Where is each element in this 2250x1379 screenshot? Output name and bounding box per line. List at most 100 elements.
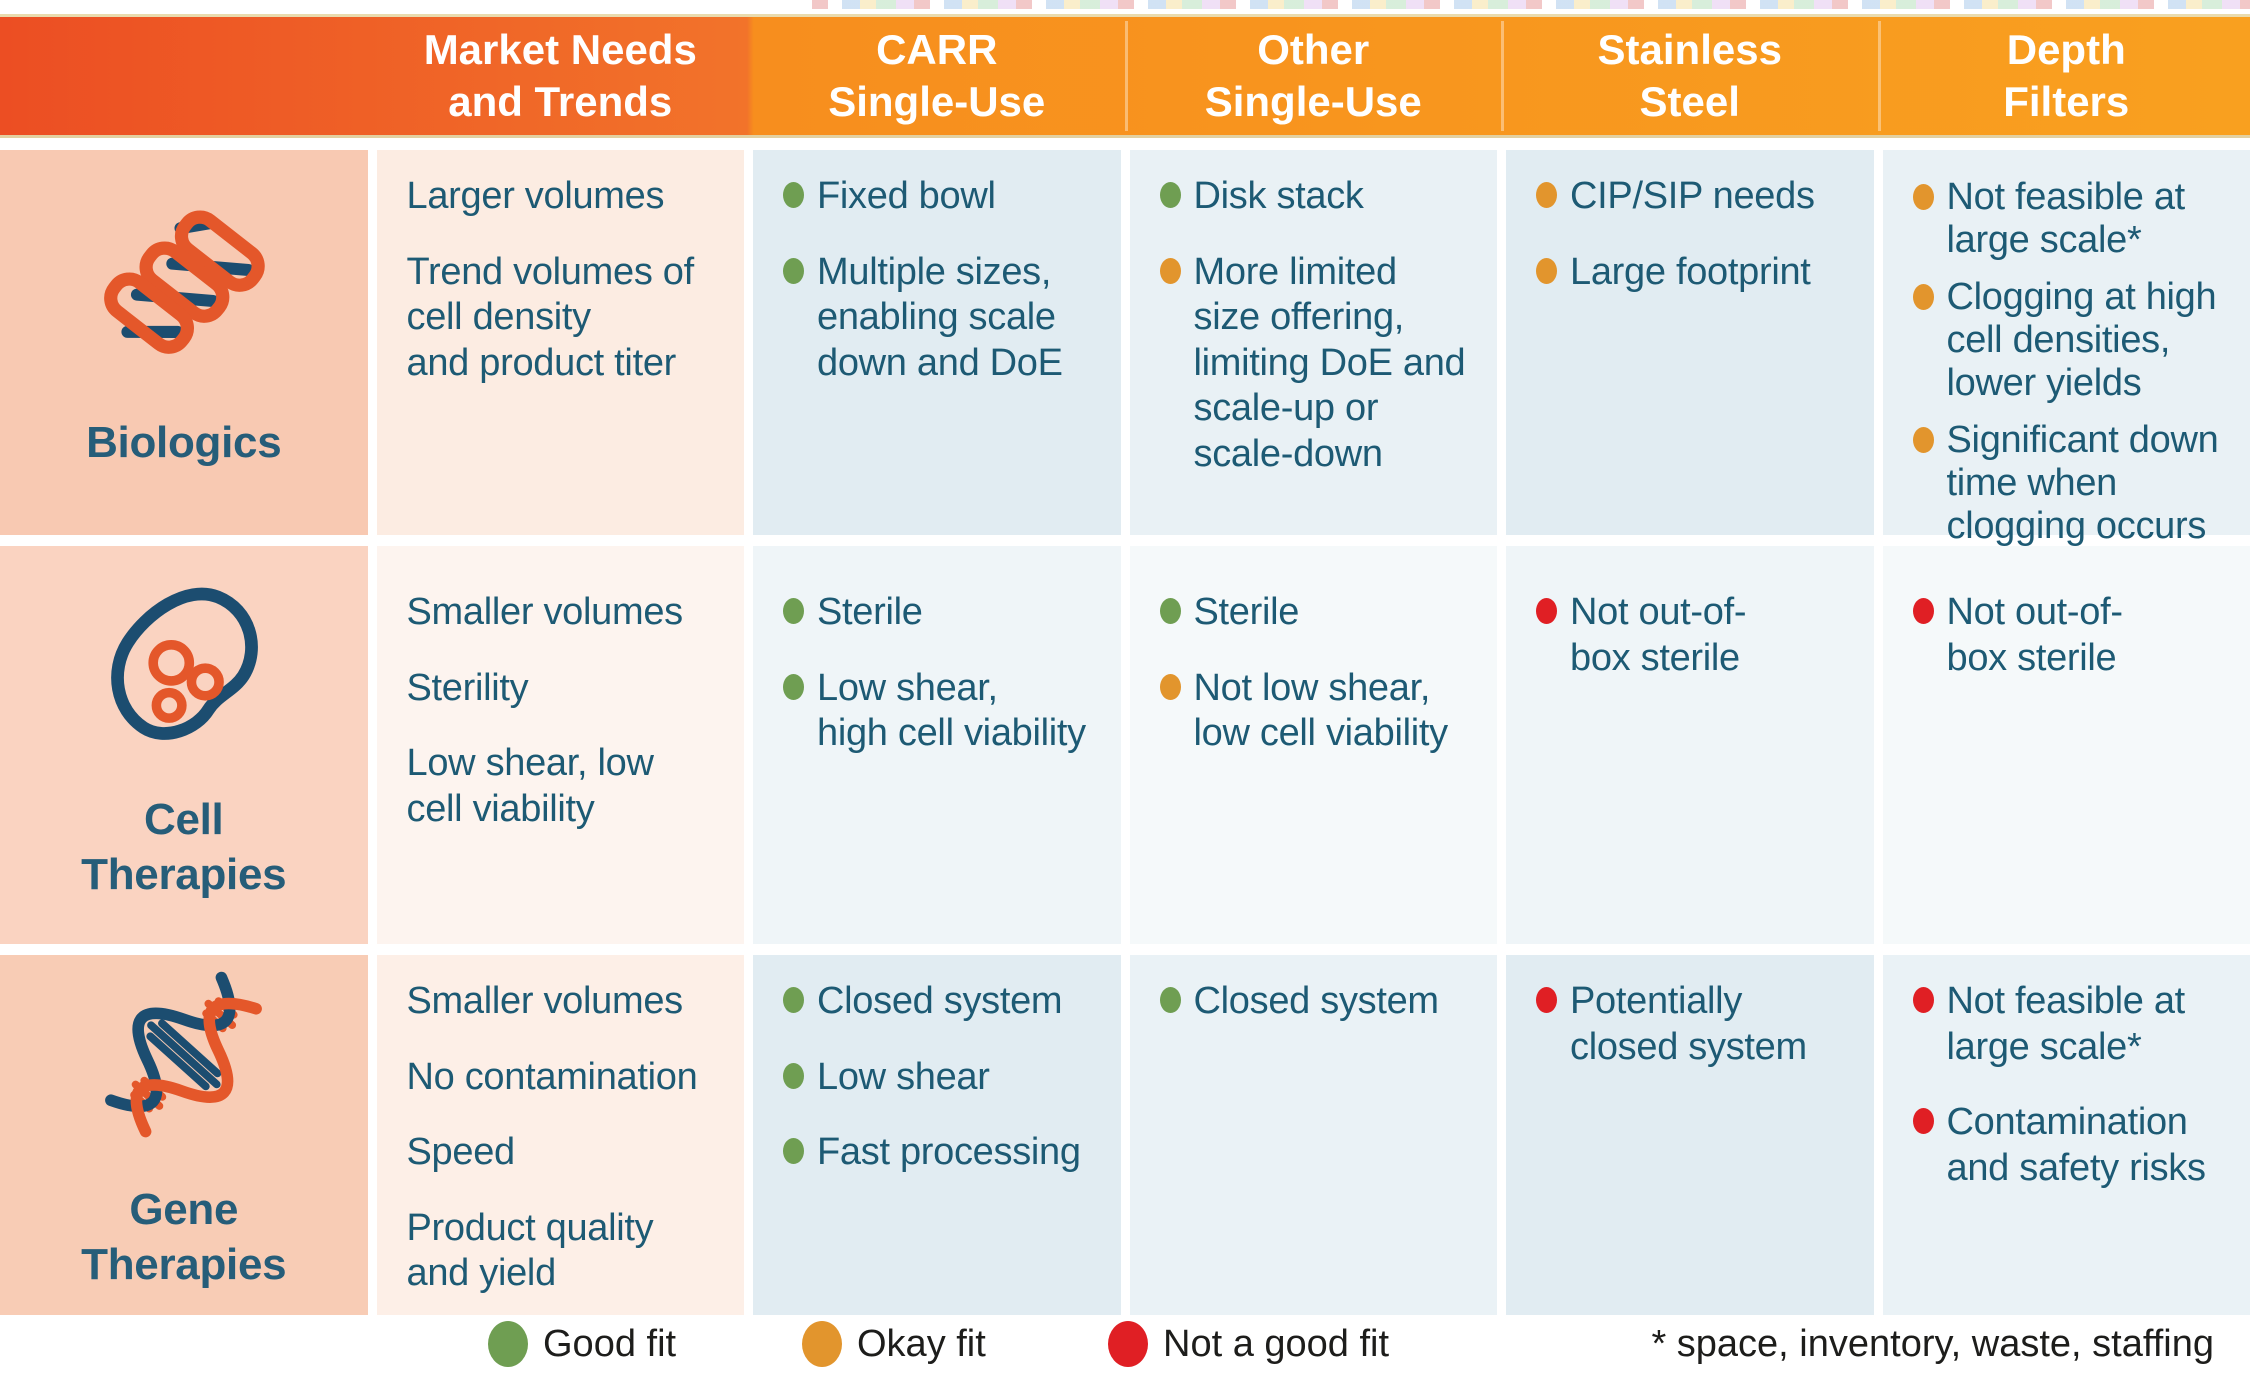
list-item-text: Low shear <box>817 1055 990 1098</box>
good-fit-dot <box>783 1062 804 1089</box>
good-fit-dot <box>1159 598 1181 624</box>
market-need: Speed <box>406 1131 516 1174</box>
bad-fit-dot <box>1912 1108 1934 1135</box>
list-item-text: CIP/SIP needs <box>1570 175 1815 217</box>
asterisk-footnote: * space, inventory, waste, staffing <box>1651 1322 2214 1365</box>
list-item-text: Contamination and safety risks <box>1946 1101 2207 1189</box>
list-item: Multiple sizes, enabling scale down and … <box>783 250 1109 387</box>
legend-item-not-good-fit: Not a good fit <box>1108 1316 1389 1372</box>
okay-fit-dot <box>1159 673 1181 700</box>
legend-item-okay-fit: Okay fit <box>802 1316 986 1372</box>
bad-fit-dot <box>1912 598 1934 624</box>
cell-cell-therapies-carr-single-use: Sterile Low shear, high cell viability <box>753 546 1121 944</box>
header-cell-empty <box>0 17 368 135</box>
list-item-text: Not out-of- box sterile <box>1946 591 2124 679</box>
legend-label: Not a good fit <box>1163 1322 1390 1365</box>
okay-fit-dot <box>1912 184 1934 210</box>
header-divider <box>1125 21 1128 131</box>
cell-biologics-carr-single-use: Fixed bowl Multiple sizes, enabling scal… <box>753 150 1121 535</box>
list-item-text: Disk stack <box>1193 175 1364 217</box>
list-item: Closed system <box>783 979 1109 1025</box>
list-item: Fixed bowl <box>783 174 1109 220</box>
row-header-cell-therapies: Cell Therapies <box>0 546 368 944</box>
cell-biologics-other-single-use: Disk stack More limited size offering, l… <box>1129 150 1497 535</box>
good-fit-dot <box>1159 987 1181 1013</box>
list-item: More limited size offering, limiting DoE… <box>1159 250 1486 478</box>
list-item: Potentially closed system <box>1536 979 1862 1070</box>
legend-item-good-fit: Good fit <box>488 1316 676 1372</box>
header-cell-depth-filters: Depth Filters <box>2003 25 2130 125</box>
header-divider <box>1501 21 1504 131</box>
okay-fit-dot <box>802 1321 842 1367</box>
legend-label: Good fit <box>543 1322 677 1365</box>
header-cell-market-needs: Market Needs and Trends <box>423 25 697 125</box>
good-fit-dot <box>488 1321 528 1367</box>
top-artifact-strip <box>812 0 2250 9</box>
list-item: Disk stack <box>1159 174 1486 220</box>
list-item-text: Potentially closed system <box>1570 980 1807 1068</box>
list-item: Significant down time when clogging occu… <box>1912 418 2239 548</box>
row-header-biologics: Biologics <box>0 150 368 535</box>
cell-gene-therapies-depth-filters: Not feasible at large scale* Contaminati… <box>1882 955 2250 1315</box>
table-body: Biologics Larger volumes Trend volumes o… <box>0 150 2250 1315</box>
list-item-text: More limited size offering, limiting DoE… <box>1193 250 1466 475</box>
header-cell-carr-single-use: CARR Single-Use <box>828 25 1046 125</box>
row-header-gene-therapies: Gene Therapies <box>0 955 368 1315</box>
helix-coil-icon <box>104 210 265 354</box>
list-item-text: Significant down time when clogging occu… <box>1946 418 2219 547</box>
cell-biologics-stainless-steel: CIP/SIP needs Large footprint <box>1506 150 1874 535</box>
market-need: Trend volumes of cell density and produc… <box>406 250 695 384</box>
bad-fit-dot <box>1536 987 1557 1013</box>
cell-cell-therapies-market-needs: Smaller volumes Sterility Low shear, low… <box>376 546 744 944</box>
list-item: Fast processing <box>783 1130 1109 1176</box>
good-fit-dot <box>783 987 804 1013</box>
list-item: Low shear <box>783 1055 1109 1101</box>
list-item: Not out-of- box sterile <box>1536 590 1862 681</box>
list-item-text: Closed system <box>817 980 1063 1022</box>
bad-fit-dot <box>1108 1321 1148 1367</box>
list-item-text: Fast processing <box>817 1131 1081 1174</box>
list-item-text: Not feasible at large scale* <box>1946 980 2186 1068</box>
cell-gene-therapies-market-needs: Smaller volumes No contamination Speed P… <box>376 955 744 1315</box>
dna-helix-icon <box>104 971 262 1138</box>
list-item: Clogging at high cell densities, lower y… <box>1912 276 2239 405</box>
okay-fit-dot <box>1536 182 1557 208</box>
list-item: Large footprint <box>1536 250 1862 296</box>
list-item-text: Not low shear, low cell viability <box>1193 666 1449 755</box>
okay-fit-dot <box>1912 426 1934 453</box>
list-item-text: Multiple sizes, enabling scale down and … <box>817 250 1063 384</box>
header-cell-stainless-steel: Stainless Steel <box>1597 25 1782 125</box>
okay-fit-dot <box>1536 257 1557 284</box>
good-fit-dot <box>1159 182 1181 208</box>
list-item: CIP/SIP needs <box>1536 174 1862 220</box>
market-need: Larger volumes <box>406 175 665 217</box>
list-item: Sterile <box>1159 590 1486 636</box>
bad-fit-dot <box>1536 598 1557 624</box>
row-label: Biologics <box>86 417 282 467</box>
good-fit-dot <box>783 1138 804 1165</box>
list-item: Not low shear, low cell viability <box>1159 666 1486 757</box>
good-fit-dot <box>783 182 804 208</box>
good-fit-dot <box>783 598 804 624</box>
list-item-text: Low shear, high cell viability <box>817 666 1086 755</box>
cell-biologics-market-needs: Larger volumes Trend volumes of cell den… <box>376 150 744 535</box>
list-item-text: Large footprint <box>1570 250 1811 293</box>
row-label: Gene Therapies <box>81 1185 287 1289</box>
market-need: Smaller volumes <box>406 980 684 1022</box>
okay-fit-dot <box>1159 257 1181 284</box>
legend-label: Okay fit <box>857 1322 986 1365</box>
header-cell-other-single-use: Other Single-Use <box>1204 25 1422 125</box>
market-need: Low shear, low cell viability <box>406 742 654 830</box>
cell-cell-therapies-other-single-use: Sterile Not low shear, low cell viabilit… <box>1129 546 1497 944</box>
row-label: Cell Therapies <box>81 795 287 899</box>
okay-fit-dot <box>1912 283 1934 310</box>
list-item-text: Not out-of- box sterile <box>1570 591 1747 679</box>
list-item: Not out-of- box sterile <box>1912 590 2239 681</box>
market-need: No contamination <box>406 1055 698 1098</box>
table-header-grid: Market Needs and Trends CARR Single-Use … <box>0 17 2250 135</box>
header-divider <box>1878 21 1881 131</box>
list-item-text: Sterile <box>817 591 923 633</box>
market-need: Smaller volumes <box>406 591 684 633</box>
list-item-text: Sterile <box>1193 591 1300 633</box>
